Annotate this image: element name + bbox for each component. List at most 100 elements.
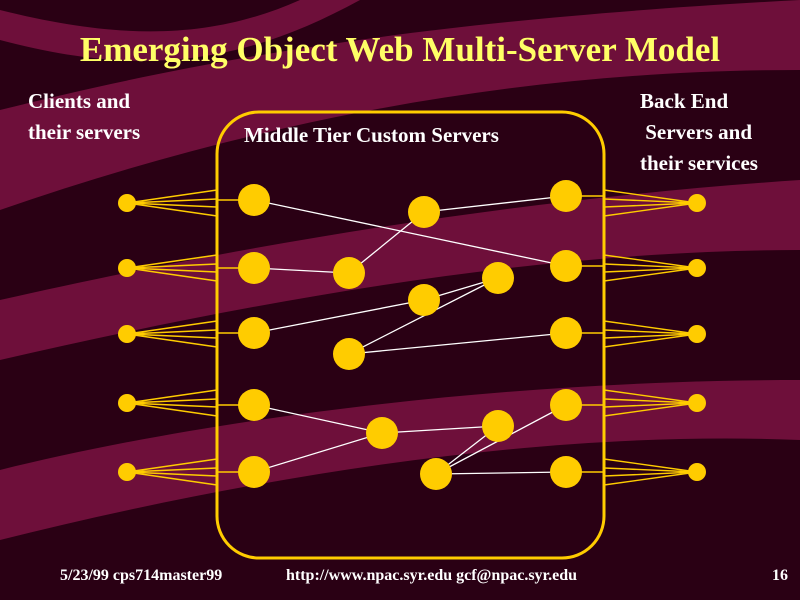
server-link-line bbox=[423, 195, 567, 213]
client-fan-line bbox=[126, 467, 218, 473]
middle-tier-server-node bbox=[550, 317, 582, 349]
backend-fan-line bbox=[603, 189, 698, 204]
backend-fan-line bbox=[603, 263, 698, 269]
backend-fan-line bbox=[603, 389, 698, 404]
footer-url: http://www.npac.syr.edu gcf@npac.syr.edu bbox=[286, 567, 578, 584]
backend-fan-line bbox=[603, 333, 698, 348]
backend-node bbox=[688, 259, 706, 277]
clients-label-line: their servers bbox=[28, 120, 141, 144]
page-number: 16 bbox=[772, 567, 788, 584]
client-fan-line bbox=[126, 398, 218, 404]
backend-fan-line bbox=[603, 202, 698, 217]
server-nodes bbox=[118, 180, 706, 490]
client-fan-line bbox=[126, 333, 218, 348]
backend-fan-line bbox=[603, 320, 698, 335]
backend-fan-line bbox=[603, 202, 698, 208]
backend-fan-line bbox=[603, 458, 698, 473]
backend-fan-line bbox=[603, 329, 698, 335]
client-fan-line bbox=[126, 254, 218, 269]
backend-label-line: their services bbox=[640, 151, 758, 175]
client-fan-line bbox=[126, 263, 218, 269]
client-fan-line bbox=[126, 458, 218, 473]
server-link-line bbox=[381, 425, 499, 434]
client-fan-line bbox=[126, 202, 218, 217]
client-node bbox=[118, 463, 136, 481]
server-link-line bbox=[348, 332, 567, 355]
page-title: Emerging Object Web Multi-Server Model bbox=[79, 30, 721, 69]
middle-tier-server-node bbox=[482, 262, 514, 294]
footer-date: 5/23/99 cps714master99 bbox=[60, 567, 223, 584]
backend-fan-line bbox=[603, 267, 698, 282]
middle-tier-server-node bbox=[238, 456, 270, 488]
swirl-band bbox=[0, 0, 360, 61]
backend-label-line: Back End bbox=[640, 89, 729, 113]
clients-label-line: Clients and bbox=[28, 89, 131, 113]
middle-tier-server-node bbox=[550, 456, 582, 488]
middle-tier-server-node bbox=[238, 252, 270, 284]
backend-fan-line bbox=[603, 471, 698, 477]
backend-fan-line bbox=[603, 402, 698, 408]
middle-tier-server-node bbox=[333, 257, 365, 289]
server-link-line bbox=[253, 404, 383, 434]
middle-tier-server-node bbox=[238, 317, 270, 349]
server-link-line bbox=[253, 432, 383, 473]
client-fan-line bbox=[126, 189, 218, 204]
middle-tier-server-node bbox=[482, 410, 514, 442]
backend-node bbox=[688, 394, 706, 412]
middle-tier-links bbox=[217, 195, 604, 475]
client-fan-line bbox=[126, 333, 218, 339]
backend-node bbox=[688, 463, 706, 481]
middle-tier-server-node bbox=[238, 389, 270, 421]
middle-tier-label: Middle Tier Custom Servers bbox=[244, 123, 499, 147]
backend-fan-line bbox=[603, 467, 698, 473]
middle-tier-server-node bbox=[550, 250, 582, 282]
server-link-line bbox=[348, 277, 499, 355]
backend-label: Back End Servers and their services bbox=[640, 86, 758, 179]
clients-label: Clients and their servers bbox=[28, 86, 140, 148]
middle-tier-server-node bbox=[408, 196, 440, 228]
swirl-band bbox=[0, 0, 800, 210]
client-fan-line bbox=[126, 267, 218, 273]
middle-tier-server-node bbox=[420, 458, 452, 490]
client-node bbox=[118, 325, 136, 343]
backend-node bbox=[688, 325, 706, 343]
client-fan-line bbox=[126, 471, 218, 477]
client-fan-line bbox=[126, 389, 218, 404]
middle-tier-server-node bbox=[408, 284, 440, 316]
server-link-line bbox=[253, 299, 425, 334]
client-node bbox=[118, 394, 136, 412]
client-backend-fans bbox=[126, 189, 698, 486]
client-fan-line bbox=[126, 402, 218, 417]
client-fan-line bbox=[126, 329, 218, 335]
client-fan-line bbox=[126, 202, 218, 208]
client-fan-line bbox=[126, 402, 218, 408]
backend-fan-line bbox=[603, 198, 698, 204]
client-node bbox=[118, 259, 136, 277]
backend-fan-line bbox=[603, 402, 698, 417]
middle-tier-server-node bbox=[366, 417, 398, 449]
middle-tier-server-node bbox=[238, 184, 270, 216]
server-link-line bbox=[435, 471, 567, 475]
middle-tier-server-node bbox=[550, 180, 582, 212]
client-fan-line bbox=[126, 320, 218, 335]
backend-fan-line bbox=[603, 267, 698, 273]
client-fan-line bbox=[126, 198, 218, 204]
server-link-line bbox=[348, 211, 425, 274]
client-fan-line bbox=[126, 267, 218, 282]
swirl-band bbox=[0, 380, 800, 540]
server-link-line bbox=[253, 199, 567, 267]
swirl-band bbox=[0, 180, 800, 360]
client-node bbox=[118, 194, 136, 212]
middle-tier-server-node bbox=[333, 338, 365, 370]
client-fan-line bbox=[126, 471, 218, 486]
backend-fan-line bbox=[603, 398, 698, 404]
backend-fan-line bbox=[603, 333, 698, 339]
backend-fan-line bbox=[603, 254, 698, 269]
middle-tier-box bbox=[215, 110, 606, 560]
backend-fan-line bbox=[603, 471, 698, 486]
backend-node bbox=[688, 194, 706, 212]
middle-tier-server-node bbox=[550, 389, 582, 421]
